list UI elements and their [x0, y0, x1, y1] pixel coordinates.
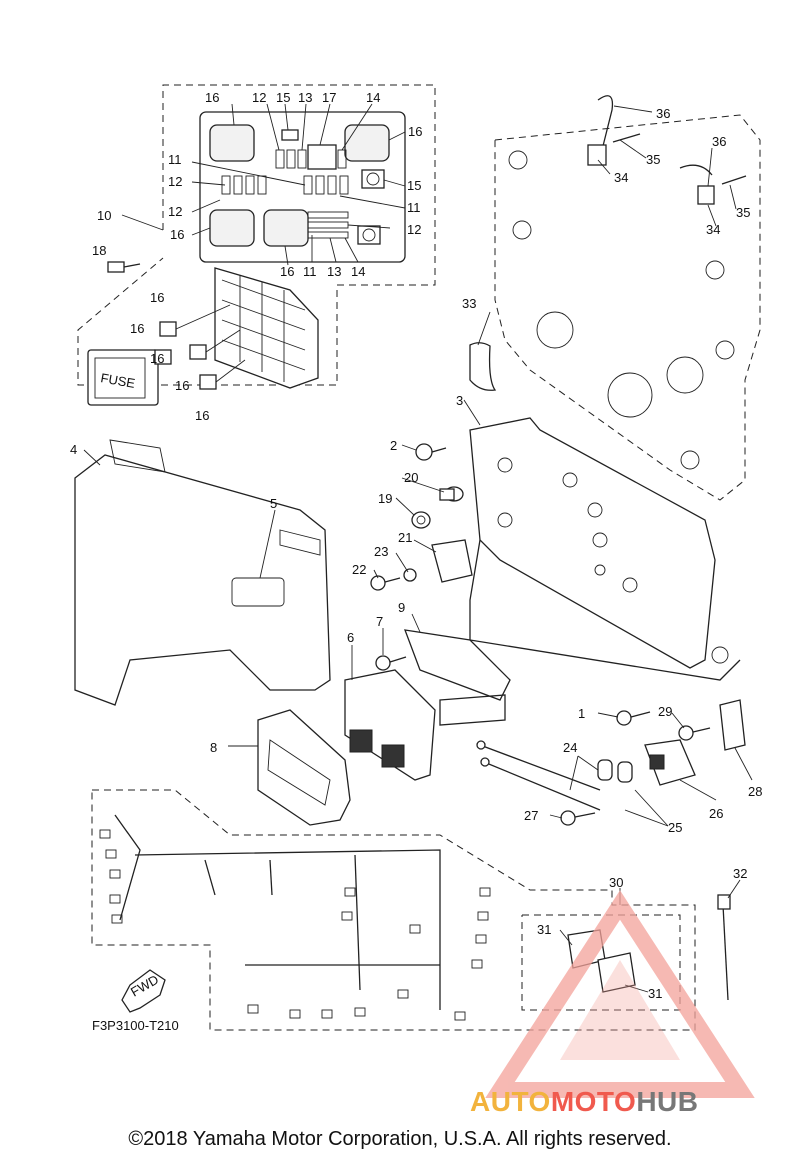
- callout-15b: 15: [407, 178, 421, 193]
- callout-12a: 12: [252, 90, 266, 105]
- callout-16e: 16: [150, 290, 164, 305]
- ecu-holder: [257, 709, 351, 826]
- copyright-notice: ©2018 Yamaha Motor Corporation, U.S.A. A…: [128, 1128, 672, 1150]
- watermark-text: AUTOMOTOHUB: [470, 1086, 698, 1118]
- callout-13b: 13: [327, 264, 341, 279]
- callout-16b: 16: [408, 124, 422, 139]
- callout-29: 29: [658, 704, 672, 719]
- callout-36a: 36: [656, 106, 670, 121]
- callout-23: 23: [374, 544, 388, 559]
- callout-16d: 16: [280, 264, 294, 279]
- fuse-box-exploded: [87, 261, 319, 406]
- callout-11a: 11: [168, 152, 182, 167]
- callout-25: 25: [668, 820, 682, 835]
- callout-34a: 34: [614, 170, 628, 185]
- callout-19: 19: [378, 491, 392, 506]
- callout-34b: 34: [706, 222, 720, 237]
- callout-17: 17: [322, 90, 336, 105]
- callout-33: 33: [462, 296, 476, 311]
- callout-18: 18: [92, 243, 106, 258]
- leader-lines: [83, 103, 753, 993]
- callout-labels: 1 2 3 4 5 6 7 8 9 10 11 11 11 12 12 12 1…: [70, 90, 762, 1001]
- callout-14b: 14: [351, 264, 365, 279]
- callout-24: 24: [563, 740, 577, 755]
- callout-35b: 35: [736, 205, 750, 220]
- callout-27: 27: [524, 808, 538, 823]
- cover: [74, 439, 331, 706]
- callout-7: 7: [376, 614, 383, 629]
- fwd-arrow: FWD: [121, 969, 166, 1013]
- callout-26: 26: [709, 806, 723, 821]
- ecu-unit: [344, 669, 436, 781]
- callout-22: 22: [352, 562, 366, 577]
- callout-31b: 31: [648, 986, 662, 1001]
- watermark-hub: HUB: [636, 1086, 699, 1117]
- callout-16f: 16: [130, 321, 144, 336]
- callout-36b: 36: [712, 134, 726, 149]
- callout-8: 8: [210, 740, 217, 755]
- callout-16h: 16: [175, 378, 189, 393]
- reference-code: F3P3100-T210: [92, 1018, 179, 1033]
- callout-13a: 13: [298, 90, 312, 105]
- battery-cables: [476, 740, 633, 826]
- fuse-box-inset: [77, 84, 436, 386]
- rear-panel: [494, 114, 761, 501]
- misc-parts: [469, 95, 747, 1001]
- callout-4: 4: [70, 442, 77, 457]
- watermark-logo: [485, 890, 755, 1098]
- relay: [644, 699, 746, 786]
- callout-32: 32: [733, 866, 747, 881]
- callout-9: 9: [398, 600, 405, 615]
- callout-16a: 16: [205, 90, 219, 105]
- callout-5: 5: [270, 496, 277, 511]
- callout-11c: 11: [303, 264, 317, 279]
- callout-16g: 16: [150, 351, 164, 366]
- callout-12b: 12: [168, 174, 182, 189]
- fuse-label: FUSE: [99, 370, 136, 391]
- callout-35a: 35: [646, 152, 660, 167]
- callout-2: 2: [390, 438, 397, 453]
- callout-1: 1: [578, 706, 585, 721]
- callout-12c: 12: [168, 204, 182, 219]
- callout-21: 21: [398, 530, 412, 545]
- callout-12d: 12: [407, 222, 421, 237]
- callout-11b: 11: [407, 200, 421, 215]
- callout-30: 30: [609, 875, 623, 890]
- callout-3: 3: [456, 393, 463, 408]
- callout-14a: 14: [366, 90, 380, 105]
- callout-6: 6: [347, 630, 354, 645]
- bracket-plate: [469, 417, 741, 681]
- bracket-9: [404, 629, 511, 726]
- callout-16c: 16: [170, 227, 184, 242]
- callout-20: 20: [404, 470, 418, 485]
- watermark-auto: AUTO: [470, 1086, 551, 1117]
- callout-31a: 31: [537, 922, 551, 937]
- watermark-moto: MOTO: [550, 1086, 637, 1117]
- callout-28: 28: [748, 784, 762, 799]
- callout-15a: 15: [276, 90, 290, 105]
- callout-10: 10: [97, 208, 111, 223]
- fasteners: [370, 443, 711, 741]
- callout-16i: 16: [195, 408, 209, 423]
